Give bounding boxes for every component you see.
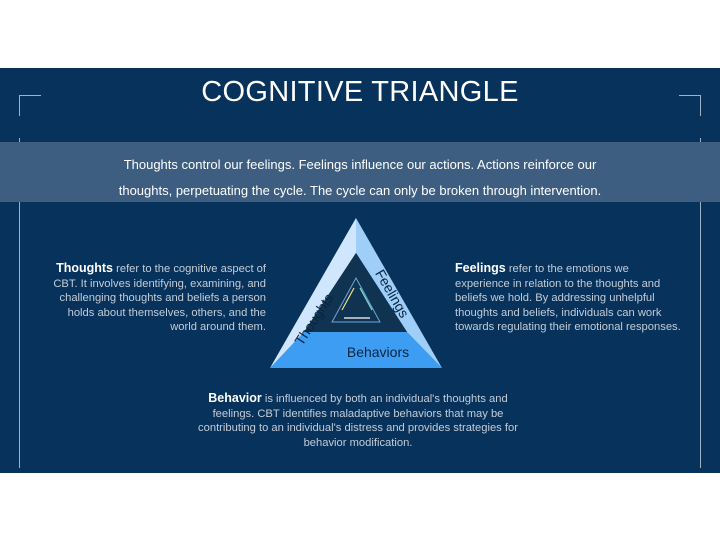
thoughts-description: Thoughts refer to the cognitive aspect o… — [40, 261, 266, 335]
frame-corner-top-right — [679, 95, 701, 116]
intro-text: Thoughts control our feelings. Feelings … — [60, 152, 660, 204]
frame-edge-left — [19, 138, 20, 468]
slide: COGNITIVE TRIANGLE Thoughts control our … — [0, 68, 720, 473]
frame-edge-right — [700, 138, 701, 468]
intro-line-2: thoughts, perpetuating the cycle. The cy… — [118, 183, 602, 198]
thoughts-segment — [270, 218, 356, 368]
inner-cycle-triangle — [331, 276, 381, 323]
cycle-arrow-down-icon — [359, 287, 373, 311]
center-triangle — [304, 253, 407, 332]
feelings-term: Feelings — [455, 261, 506, 275]
behavior-description: Behavior is influenced by both an indivi… — [198, 391, 518, 450]
behavior-term: Behavior — [208, 391, 262, 405]
cycle-arrow-up-icon — [341, 287, 355, 311]
frame-corner-top-left — [19, 95, 41, 116]
triangle-label-behaviors: Behaviors — [347, 344, 409, 360]
slide-title: COGNITIVE TRIANGLE — [201, 76, 519, 108]
intro-line-1: Thoughts control our feelings. Feelings … — [123, 157, 597, 172]
feelings-segment — [356, 218, 442, 368]
feelings-text: refer to the emotions we experience in r… — [455, 263, 681, 333]
behavior-text: is influenced by both an individual's th… — [198, 393, 518, 449]
intro-band: Thoughts control our feelings. Feelings … — [0, 142, 720, 202]
behaviors-segment — [270, 332, 442, 368]
feelings-description: Feelings refer to the emotions we experi… — [455, 261, 685, 335]
thoughts-term: Thoughts — [56, 261, 114, 275]
cognitive-triangle-diagram: Thoughts Feelings Behaviors — [270, 218, 442, 368]
thoughts-text: refer to the cognitive aspect of CBT. It… — [53, 263, 266, 333]
